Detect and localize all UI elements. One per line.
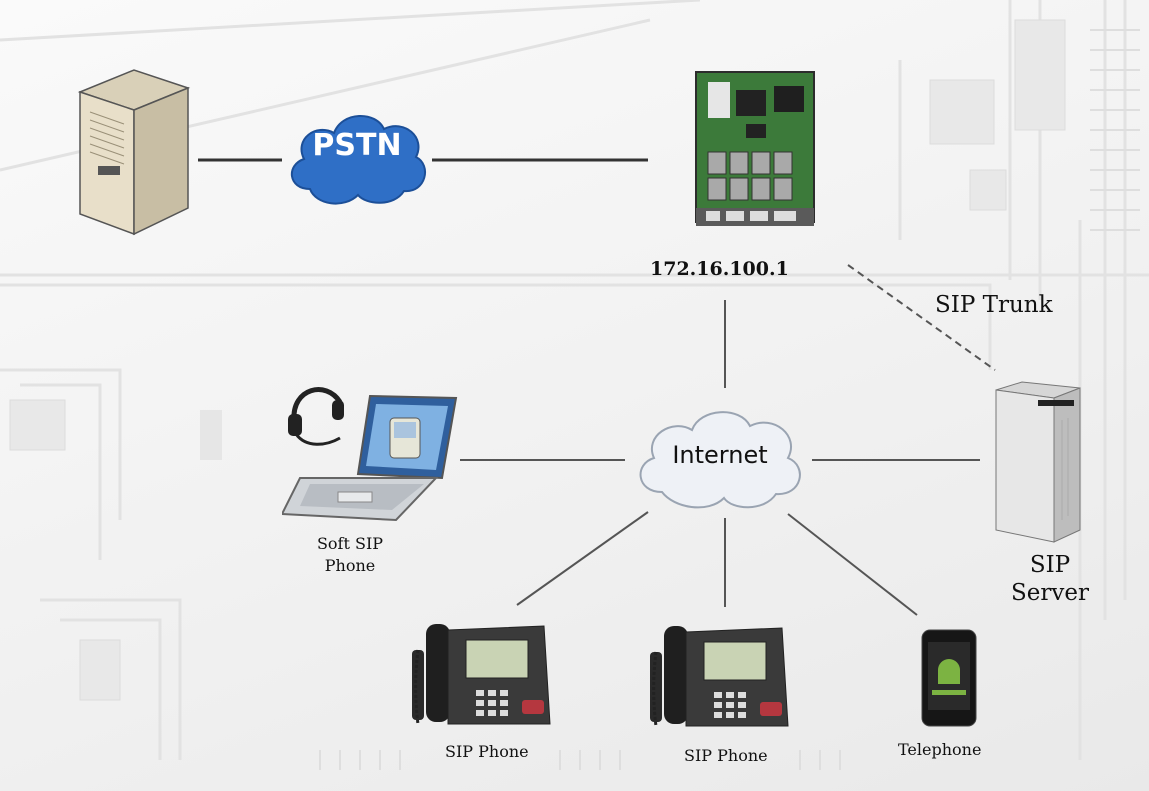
gateway-ip-label: 172.16.100.1	[650, 258, 789, 280]
sip-phone-1-label: SIP Phone	[445, 742, 529, 761]
pbx-server-icon	[72, 66, 192, 241]
gateway-board-icon	[690, 68, 820, 230]
smartphone-icon	[918, 628, 980, 728]
internet-label: Internet	[672, 441, 768, 469]
soft-phone-label-1: Soft SIP	[316, 534, 384, 553]
pstn-cloud-icon	[282, 103, 432, 211]
sip-trunk-label: SIP Trunk	[935, 292, 1053, 318]
sip-server-label-1: SIP	[1029, 552, 1071, 578]
soft-phone-label-2: Phone	[324, 556, 376, 575]
laptop-headset-icon	[282, 374, 460, 522]
telephone-label: Telephone	[898, 740, 982, 759]
internet-cloud-icon	[628, 400, 812, 516]
sip-server-icon	[992, 380, 1082, 545]
link-internet-phone1	[516, 511, 649, 606]
ip-desk-phone-icon	[648, 622, 790, 732]
link-internet-telephone	[787, 513, 918, 616]
pstn-label: PSTN	[312, 128, 402, 163]
ip-desk-phone-icon	[410, 620, 552, 730]
sip-trunk-link	[847, 264, 996, 371]
sip-phone-2-label: SIP Phone	[684, 746, 768, 765]
sip-server-label-2: Server	[1011, 580, 1089, 606]
